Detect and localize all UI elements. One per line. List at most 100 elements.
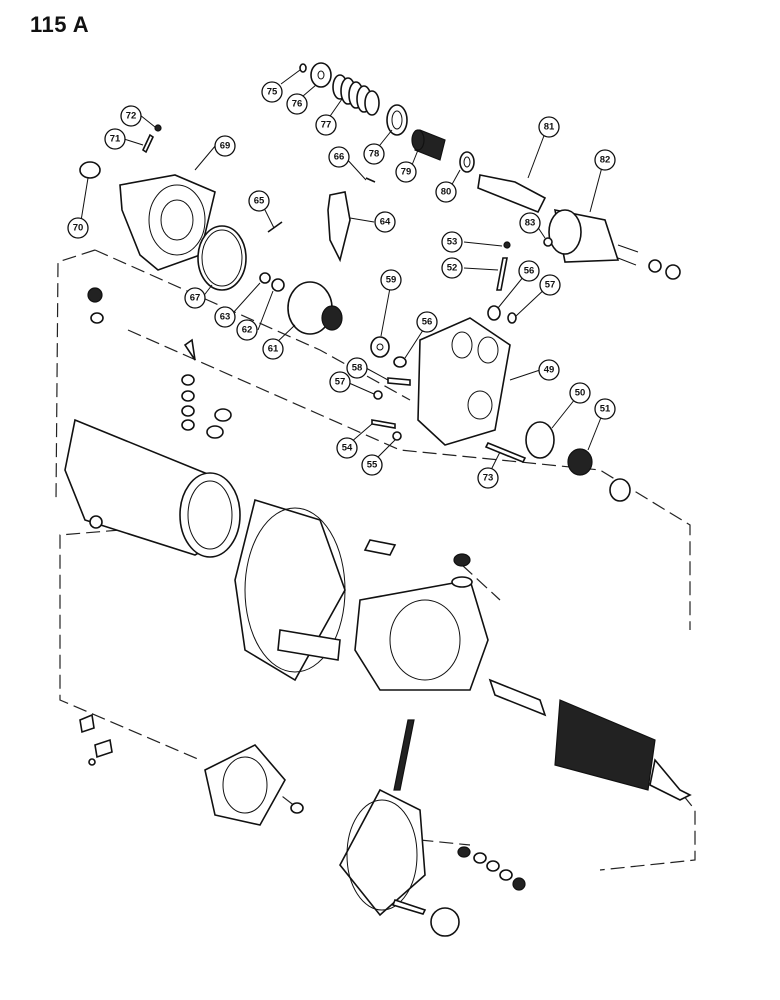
callout-80: 80: [435, 181, 457, 203]
callout-51: 51: [594, 398, 616, 420]
callout-79: 79: [395, 161, 417, 183]
callout-66: 66: [328, 146, 350, 168]
part-55-washer: [392, 431, 402, 441]
callout-63: 63: [214, 306, 236, 328]
part-57a-washer: [507, 312, 517, 324]
svg-text:52: 52: [447, 263, 458, 274]
part-63-ring: [259, 272, 271, 284]
part-52-rod: [496, 257, 508, 291]
svg-text:78: 78: [369, 149, 380, 160]
frame-band: [234, 498, 346, 682]
part-64-fork: [327, 191, 351, 263]
brush-plate: [204, 744, 286, 826]
svg-text:56: 56: [524, 266, 535, 277]
part-59-washer: [370, 336, 390, 358]
callout-65: 65: [248, 190, 270, 212]
svg-text:73: 73: [483, 473, 494, 484]
part-75-ring: [299, 63, 307, 73]
svg-text:80: 80: [441, 187, 452, 198]
svg-text:70: 70: [73, 223, 84, 234]
svg-text:64: 64: [380, 217, 391, 228]
part-61-drive: [287, 281, 343, 335]
svg-text:57: 57: [545, 280, 556, 291]
svg-text:77: 77: [321, 120, 332, 131]
part-70-bushing: [79, 161, 101, 179]
svg-text:58: 58: [352, 363, 363, 374]
svg-text:53: 53: [447, 237, 458, 248]
field-insulator: [363, 539, 397, 556]
svg-text:69: 69: [220, 141, 231, 152]
commutator-end-cap: [339, 788, 426, 917]
svg-text:79: 79: [401, 167, 412, 178]
callout-52: 52: [441, 257, 463, 279]
part-73-bolt: [484, 441, 527, 464]
svg-text:49: 49: [544, 365, 555, 376]
part-56a-washer: [487, 305, 501, 321]
part-77-spring: [332, 74, 380, 116]
svg-text:81: 81: [544, 122, 555, 133]
part-76-washer: [310, 62, 332, 88]
callout-49: 49: [538, 359, 560, 381]
part-58-pin: [387, 377, 411, 386]
part-51-nut: [567, 448, 593, 476]
svg-text:50: 50: [575, 388, 586, 399]
callout-67: 67: [184, 287, 206, 309]
part-67-gasket: [197, 225, 247, 291]
callout-69: 69: [214, 135, 236, 157]
callout-53: 53: [441, 231, 463, 253]
part-72-pin: [154, 124, 162, 132]
callout-70: 70: [67, 217, 89, 239]
armature: [488, 678, 692, 801]
part-80-washer: [459, 151, 475, 173]
part-79-boot: [411, 129, 446, 161]
part-49-end-housing: [417, 317, 511, 446]
part-69-housing: [119, 174, 216, 271]
svg-text:57: 57: [335, 377, 346, 388]
callout-75: 75: [261, 81, 283, 103]
svg-text:72: 72: [126, 111, 137, 122]
part-54-screw: [371, 419, 396, 429]
end-hardware: [391, 846, 526, 937]
svg-text:54: 54: [342, 443, 353, 454]
callout-62: 62: [236, 319, 258, 341]
part-66-pin: [365, 177, 376, 183]
brush-washer: [290, 802, 304, 814]
left-hardware-stack: [87, 287, 232, 439]
callout-61: 61: [262, 338, 284, 360]
part-56b-washer: [393, 356, 407, 368]
svg-text:61: 61: [268, 344, 279, 355]
callout-54: 54: [336, 437, 358, 459]
page-number: 115 A: [30, 12, 90, 37]
part-71-pin: [141, 133, 155, 154]
part-51-washer: [609, 478, 631, 502]
svg-text:59: 59: [386, 275, 397, 286]
field-coil-screw: [89, 515, 103, 529]
svg-text:67: 67: [190, 293, 201, 304]
svg-text:82: 82: [600, 155, 611, 166]
callout-56a: 56: [518, 260, 540, 282]
part-82-solenoid: [548, 208, 681, 280]
callout-78: 78: [363, 143, 385, 165]
callout-57b: 57: [329, 371, 351, 393]
callout-64: 64: [374, 211, 396, 233]
callout-57a: 57: [539, 274, 561, 296]
part-83-screw: [543, 237, 553, 247]
svg-text:65: 65: [254, 196, 265, 207]
callout-81: 81: [538, 116, 560, 138]
svg-text:56: 56: [422, 317, 433, 328]
svg-text:75: 75: [267, 87, 278, 98]
part-62-washer: [271, 278, 285, 292]
part-57b-ball: [373, 390, 383, 400]
field-coil-assembly: [354, 553, 489, 691]
svg-text:62: 62: [242, 325, 253, 336]
frame-housing: [64, 418, 241, 558]
brush-clips: [79, 713, 113, 766]
callout-82: 82: [594, 149, 616, 171]
field-coil-strap: [277, 629, 341, 661]
callout-59: 59: [380, 269, 402, 291]
part-81-plunger: [477, 174, 547, 214]
callout-72: 72: [120, 105, 142, 127]
svg-text:71: 71: [110, 134, 121, 145]
callout-55: 55: [361, 454, 383, 476]
part-53-plug: [503, 241, 511, 249]
